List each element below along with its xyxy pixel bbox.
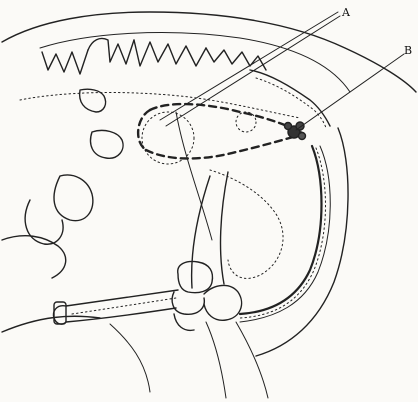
joint-masses [172,262,241,331]
tube-outer [240,146,322,314]
neck-contour [256,128,348,356]
jaw-ridge-dots [256,78,326,128]
lower-jaw-line [2,316,100,332]
rod-bottom [66,308,176,322]
rod-tip [54,306,67,324]
label-a: A [341,6,351,19]
palate-line [20,93,300,118]
tube-hatching [240,148,326,318]
tube-inner [240,146,330,322]
bone-shaft-right [221,172,228,284]
dashed-lower-tract [146,134,304,159]
leader-line-b [296,54,404,130]
lower-contour-3 [236,322,268,398]
lower-contour-2 [206,322,226,398]
bone-strap [176,112,212,240]
nodule-cluster [285,122,306,140]
bony-structures-left [2,89,123,278]
leader-line-a-2 [166,16,340,126]
rod-hatching [72,298,176,314]
lower-contour-1 [110,324,150,392]
skull-inner-contour [40,33,350,92]
upper-teeth [42,38,266,74]
bone-shaft-left [192,176,210,288]
label-b: B [404,44,412,57]
dashed-upper-tract [150,104,304,134]
rod-top [66,290,178,306]
dashed-loop-left [138,110,150,150]
leader-line-a [160,12,338,120]
dotted-circle-mid [236,112,256,132]
